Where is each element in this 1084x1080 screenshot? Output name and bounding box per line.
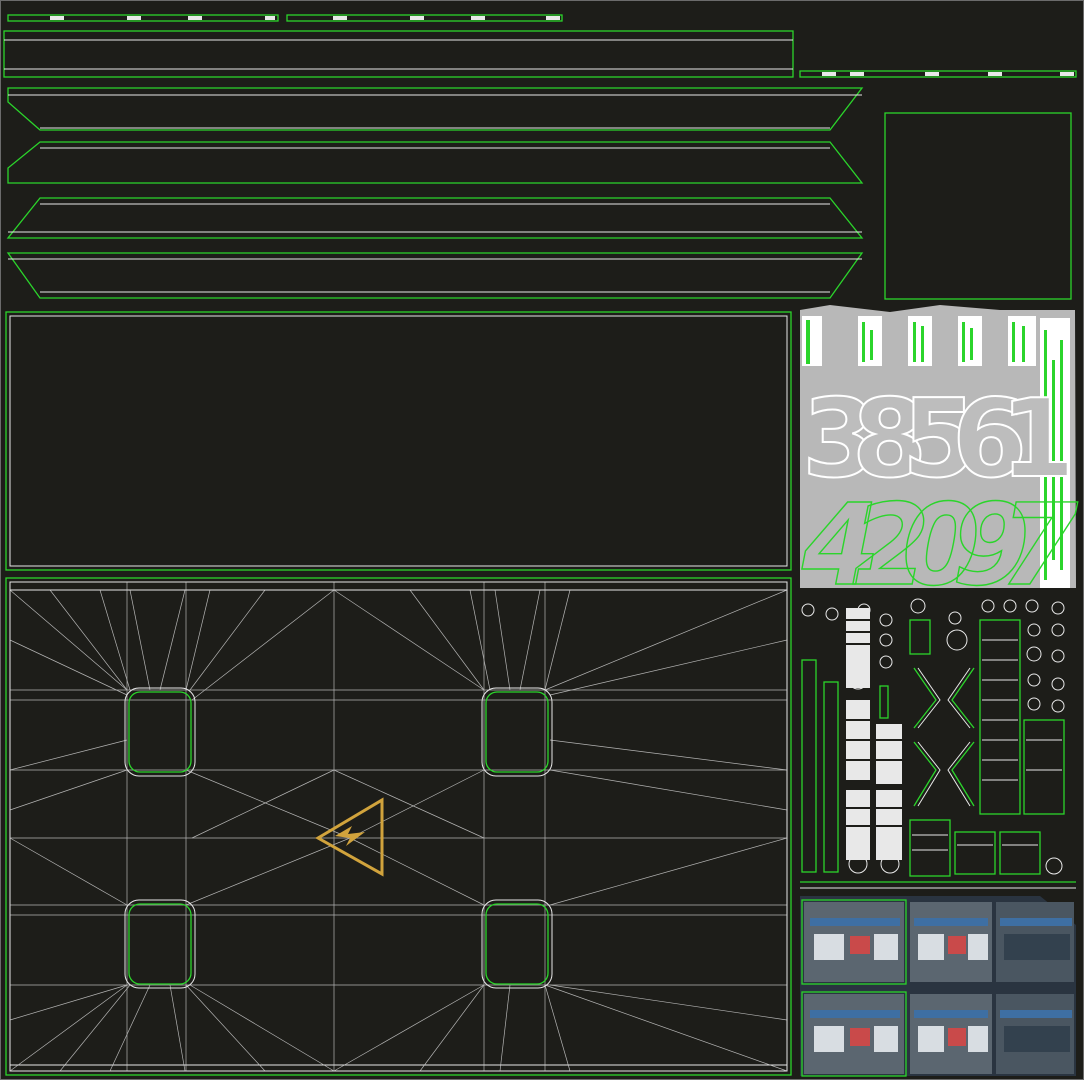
square-panel: [884, 112, 1072, 300]
meter-tile: [910, 994, 992, 1074]
top-dashed-strips: [7, 14, 1077, 78]
front-panel: [5, 577, 792, 1076]
long-beam-shell: [3, 30, 794, 78]
decal-background: [800, 305, 1076, 588]
digit-top-1: 8: [852, 377, 927, 502]
digit-top-2: 5: [902, 377, 977, 502]
meter-tile: [910, 902, 992, 982]
panel-cutouts: [124, 687, 553, 989]
large-side-panel: [5, 311, 792, 571]
meter-tile: [801, 899, 907, 985]
digit-decal-sheet: 3 8 5 6 1 4 2 0 9 7: [800, 305, 1079, 612]
small-parts-cluster: [800, 598, 1076, 889]
digit-top-0: 3: [802, 377, 877, 502]
bevel-strips: [6, 87, 864, 299]
digit-bottom-0: 4: [801, 481, 880, 611]
digit-top-4: 1: [1000, 377, 1075, 502]
panel-wireframe: [9, 582, 788, 1072]
digit-top-3: 6: [952, 377, 1027, 502]
digit-bottom-4: 7: [1000, 481, 1078, 611]
meter-tile: [996, 994, 1074, 1074]
barcode-strips: [802, 316, 1070, 588]
high-voltage-warning-icon: [315, 797, 384, 877]
digit-bottom-3: 9: [952, 481, 1030, 611]
meter-photo-tiles: [800, 896, 1076, 1077]
meter-tile: [996, 902, 1074, 982]
digit-bottom-1: 2: [852, 481, 930, 611]
meter-tile: [801, 991, 907, 1077]
digit-bottom-2: 0: [902, 481, 980, 611]
